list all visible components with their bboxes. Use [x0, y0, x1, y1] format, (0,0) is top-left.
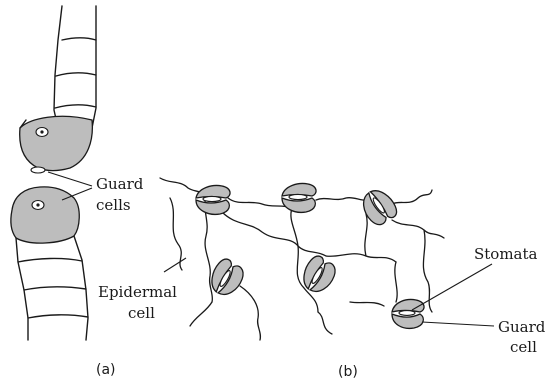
cell-wall: [326, 254, 396, 262]
cell-wall: [350, 302, 384, 306]
panel-a-filament: [11, 6, 96, 340]
cell-wall: [365, 214, 367, 256]
caption-a: (a): [96, 362, 116, 378]
upper-cell-chain: [54, 6, 96, 128]
caption-b: (b): [338, 364, 358, 380]
upper-guard-cell: [20, 116, 93, 173]
cell-wall: [316, 198, 370, 201]
epidermal-cell-label-line1: Epidermal: [98, 283, 177, 301]
cell-wall: [291, 208, 298, 246]
guard-cell-label-line2: cell: [510, 338, 537, 356]
cell-wall: [190, 302, 212, 326]
guard-cells-leader-upper: [48, 172, 92, 186]
lower-cell-chain: [16, 236, 88, 340]
cell-wall: [392, 190, 432, 204]
guard-cells-label-line1: Guard: [96, 175, 144, 193]
guard-cell-leader: [422, 322, 494, 326]
guard-cells-label-line2: cells: [96, 196, 131, 214]
cell-wall: [318, 312, 332, 334]
cell-wall: [240, 286, 260, 340]
epidermal-cell-leader: [164, 258, 186, 272]
cell-wall: [392, 220, 444, 238]
lower-guard-cell: [11, 187, 79, 243]
guard-cell-label-line1: Guard: [498, 318, 546, 336]
cell-wall: [170, 198, 182, 270]
cell-wall: [395, 262, 397, 302]
stoma: [392, 300, 424, 329]
cell-wall: [222, 212, 326, 256]
stoma: [297, 253, 339, 297]
epidermal-cell-label-line2: cell: [128, 304, 155, 322]
panel-b-epidermis: [160, 178, 494, 340]
stoma: [357, 185, 400, 229]
stomata-label: Stomata: [474, 245, 538, 263]
stoma: [196, 186, 230, 215]
stoma: [282, 184, 316, 213]
